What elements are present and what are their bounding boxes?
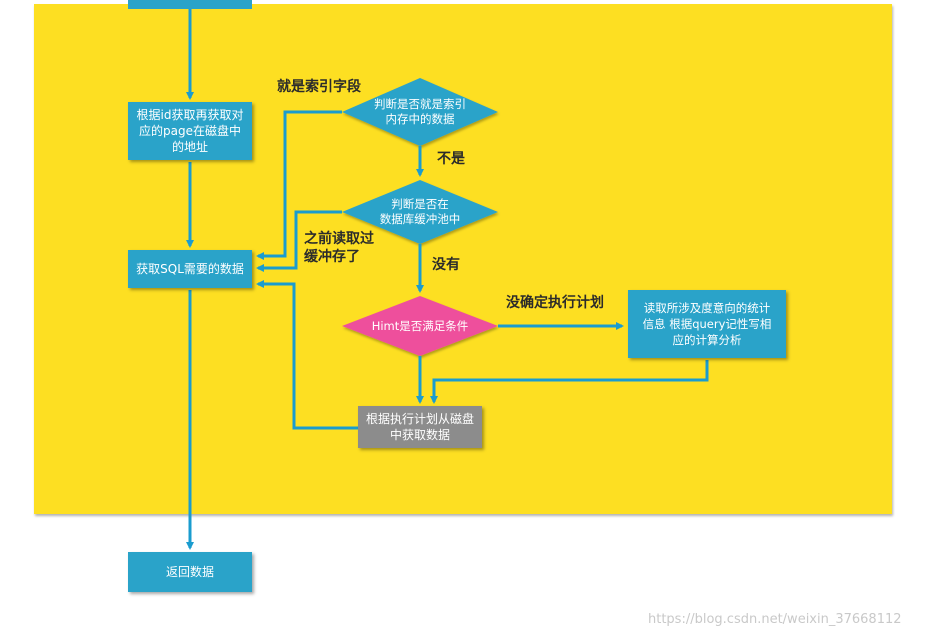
decision-hint-diamond [342, 296, 498, 356]
node-get-sql-data: 获取SQL需要的数据 [128, 250, 252, 288]
decision-index-diamond [342, 78, 498, 146]
decision-index-text: 判断是否就是索引 内存中的数据 [374, 97, 466, 126]
label-cached: 之前读取过 缓冲存了 [304, 231, 374, 265]
label-no-plan: 没确定执行计划 [506, 295, 604, 311]
node-disk-fetch: 根据执行计划从磁盘 中获取数据 [358, 406, 482, 448]
top-partial-box [128, 0, 252, 9]
arrow-buffer-to-get-data [256, 210, 342, 272]
decision-buffer-text: 判断是否在 数据库缓冲池中 [379, 197, 461, 226]
arrow-stats-to-disk [430, 360, 709, 404]
label-none: 没有 [432, 257, 460, 273]
label-is-index: 就是索引字段 [277, 79, 361, 95]
watermark-text: https://blog.csdn.net/weixin_37668112 [648, 612, 902, 627]
arrow-disk-to-get-data [256, 280, 358, 430]
node-read-statistics: 读取所涉及度意向的统计 信息 根据query记性写相 应的计算分析 [628, 290, 786, 358]
decision-buffer-diamond [342, 180, 498, 244]
label-not: 不是 [437, 151, 465, 167]
node-get-page-address: 根据id获取再获取对 应的page在磁盘中 的地址 [128, 102, 252, 160]
decision-hint-text: Himt是否满足条件 [371, 318, 469, 333]
arrow-index-to-get-data [256, 110, 342, 260]
node-return-data: 返回数据 [128, 552, 252, 592]
